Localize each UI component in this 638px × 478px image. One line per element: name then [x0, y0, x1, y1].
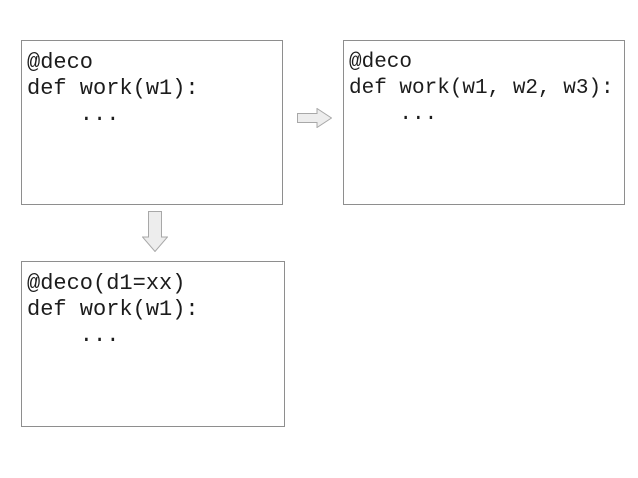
- code-box-multi-param-function: @deco def work(w1, w2, w3): ...: [343, 40, 625, 205]
- code-line: ...: [27, 323, 120, 348]
- code-line: def work(w1):: [27, 76, 199, 101]
- right-block-arrow-icon: [297, 108, 332, 128]
- code-box-decorator-with-args: @deco(d1=xx) def work(w1): ...: [21, 261, 285, 427]
- code-line: ...: [349, 103, 438, 126]
- code-line: @deco(d1=xx): [27, 271, 186, 296]
- code-box-basic-decorator: @deco def work(w1): ...: [21, 40, 283, 205]
- code-line: @deco: [27, 50, 94, 75]
- code-line: def work(w1):: [27, 297, 199, 322]
- code-line: @deco: [349, 51, 413, 74]
- code-line: ...: [27, 102, 120, 127]
- down-block-arrow-icon: [142, 211, 168, 252]
- code-line: def work(w1, w2, w3):: [349, 77, 614, 100]
